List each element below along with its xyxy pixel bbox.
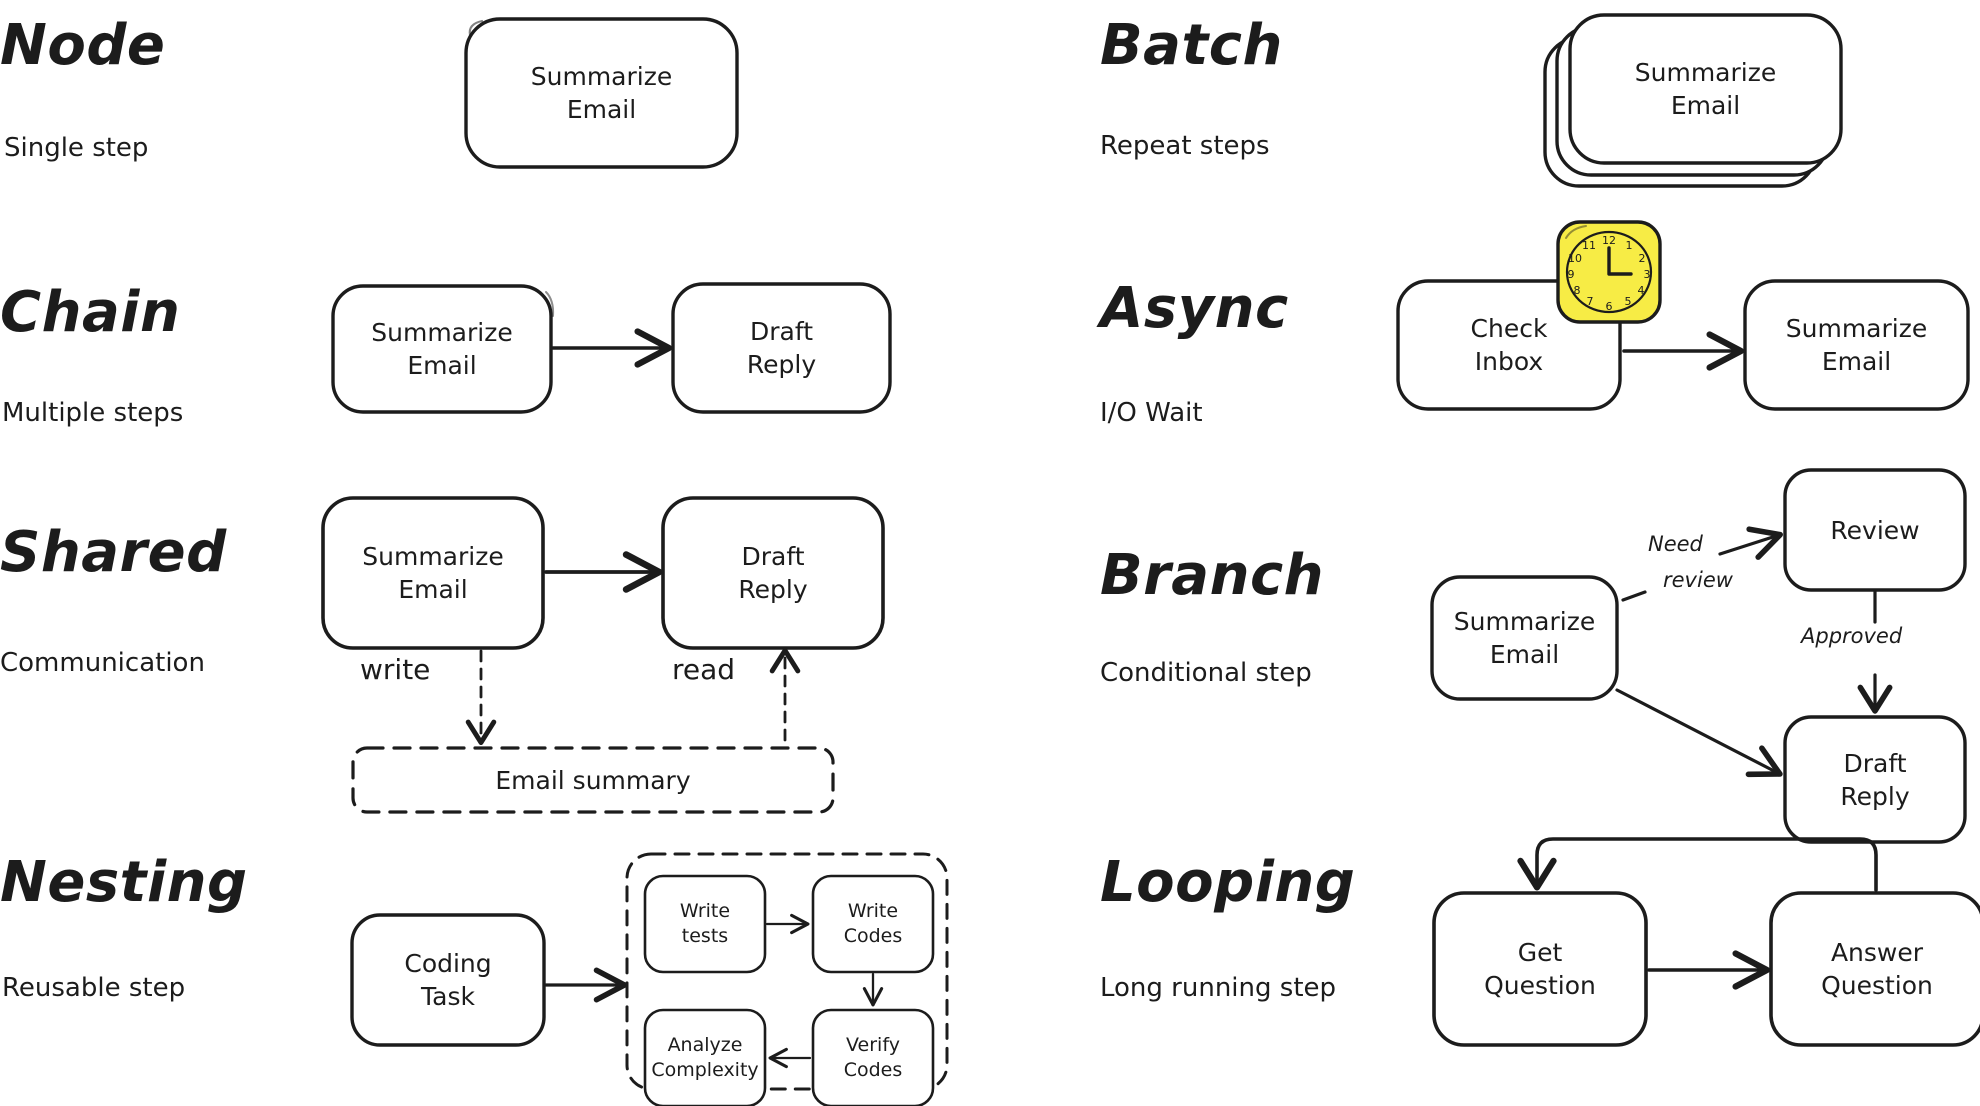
chain-box-draft-reply[interactable] xyxy=(671,282,892,414)
node-label-shared-draft-reply: Draft Reply xyxy=(738,542,808,604)
pattern-title-branch: Branch xyxy=(1100,543,1325,608)
edge-label-need: Need xyxy=(1648,532,1703,556)
node-label-answer-question: Answer Question xyxy=(1821,938,1933,1000)
node-label-email-summary-store: Email summary xyxy=(495,765,691,795)
branch-pattern-shapes xyxy=(1430,468,1967,844)
node-label-summarize-email: Summarize Email xyxy=(530,62,673,124)
node-label-batch-summarize-email: Summarize Email xyxy=(1634,58,1777,120)
node-label-shared-summarize-email: Summarize Email xyxy=(362,542,504,604)
pattern-title-batch: Batch xyxy=(1100,13,1283,78)
shared-box-draft-reply[interactable] xyxy=(661,496,885,650)
edge-label-read: read xyxy=(672,653,736,686)
node-label-check-inbox: Check Inbox xyxy=(1470,314,1548,376)
nesting-box-coding-task[interactable] xyxy=(350,913,546,1047)
pattern-subtitle-chain: Multiple steps xyxy=(2,398,184,428)
pattern-subtitle-async: I/O Wait xyxy=(1100,398,1203,428)
batch-pattern-shapes xyxy=(1543,13,1843,188)
node-label-analyze-complexity: Analyze Complexity xyxy=(651,1034,759,1081)
batch-box-layer-2 xyxy=(1555,25,1830,177)
svg-text:12: 12 xyxy=(1602,234,1616,247)
node-label-write-codes: Write Codes xyxy=(843,900,903,947)
nesting-box-write-codes[interactable] xyxy=(811,874,935,974)
node-label-branch-summarize-email: Summarize Email xyxy=(1453,607,1596,669)
branch-box-draft-reply[interactable] xyxy=(1783,715,1967,844)
node-label-branch-draft-reply: Draft Reply xyxy=(1840,748,1910,811)
pattern-subtitle-nesting: Reusable step xyxy=(2,973,186,1003)
pattern-title-chain: Chain xyxy=(0,280,181,345)
node-label-chain-draft-reply: Draft Reply xyxy=(746,317,817,379)
pattern-subtitle-batch: Repeat steps xyxy=(1100,131,1270,161)
looping-box-answer-question[interactable] xyxy=(1769,891,1980,1047)
async-box-check-inbox[interactable] xyxy=(1396,279,1622,411)
batch-box-layer-3 xyxy=(1543,36,1818,188)
branch-arrow-need-review xyxy=(1621,590,1647,602)
svg-text:7: 7 xyxy=(1587,295,1594,308)
node-label-get-question: Get Question xyxy=(1484,938,1596,1000)
node-label-chain-summarize-email: Summarize Email xyxy=(371,318,513,380)
batch-box-summarize-email[interactable] xyxy=(1568,13,1843,165)
pattern-subtitle-looping: Long running step xyxy=(1100,973,1337,1003)
svg-text:5: 5 xyxy=(1625,295,1632,308)
svg-text:6: 6 xyxy=(1606,300,1613,313)
chain-pattern-shapes xyxy=(331,282,892,414)
svg-text:9: 9 xyxy=(1568,268,1575,281)
edge-label-write: write xyxy=(360,653,431,686)
pattern-subtitle-shared: Communication xyxy=(0,648,205,678)
svg-text:11: 11 xyxy=(1582,239,1596,252)
nesting-box-verify-codes[interactable] xyxy=(811,1008,935,1106)
nesting-box-analyze-complexity[interactable] xyxy=(643,1008,767,1106)
pattern-subtitle-node: Single step xyxy=(4,133,149,163)
node-pattern-shapes xyxy=(464,17,739,169)
looping-pattern-shapes xyxy=(1432,837,1980,1047)
svg-text:8: 8 xyxy=(1574,284,1581,297)
branch-arrow-need-review-head xyxy=(1718,526,1783,560)
node-box-summarize-email[interactable] xyxy=(464,17,739,169)
nesting-subflow-container xyxy=(625,852,949,1091)
edge-label-review-word: review xyxy=(1663,568,1733,592)
node-label-coding-task: Coding Task xyxy=(404,949,492,1011)
node-label-review: Review xyxy=(1830,515,1920,545)
pattern-title-shared: Shared xyxy=(0,520,227,585)
pattern-title-node: Node xyxy=(0,13,166,78)
branch-box-summarize-email[interactable] xyxy=(1430,575,1619,701)
svg-text:10: 10 xyxy=(1568,252,1582,265)
async-pattern-shapes: 12 1 2 3 4 5 6 7 8 9 10 11 xyxy=(1396,220,1970,411)
pattern-subtitle-branch: Conditional step xyxy=(1100,658,1312,688)
node-label-async-summarize-email: Summarize Email xyxy=(1785,314,1928,376)
svg-text:1: 1 xyxy=(1626,239,1633,252)
looping-arrow-feedback xyxy=(1517,837,1878,892)
svg-text:3: 3 xyxy=(1644,268,1651,281)
async-box-summarize-email[interactable] xyxy=(1743,279,1970,411)
branch-box-review[interactable] xyxy=(1783,468,1967,592)
node-label-write-tests: Write tests xyxy=(679,900,731,947)
pattern-title-nesting: Nesting xyxy=(0,850,248,915)
svg-text:2: 2 xyxy=(1639,252,1646,265)
shared-box-summarize-email[interactable] xyxy=(321,496,545,650)
edge-label-approved: Approved xyxy=(1801,624,1903,648)
chain-box-summarize-email[interactable] xyxy=(331,284,553,414)
svg-text:4: 4 xyxy=(1638,284,1645,297)
nesting-pattern-shapes xyxy=(350,852,949,1106)
shared-store-email-summary[interactable] xyxy=(351,746,835,814)
looping-box-get-question[interactable] xyxy=(1432,891,1648,1047)
clock-icon: 12 1 2 3 4 5 6 7 8 9 10 11 xyxy=(1556,220,1662,324)
pattern-title-async: Async xyxy=(1100,276,1289,341)
node-label-verify-codes: Verify Codes xyxy=(843,1034,903,1081)
pattern-title-looping: Looping xyxy=(1100,850,1356,915)
branch-arrow-to-draft xyxy=(1615,688,1783,778)
nesting-box-write-tests[interactable] xyxy=(643,874,767,974)
